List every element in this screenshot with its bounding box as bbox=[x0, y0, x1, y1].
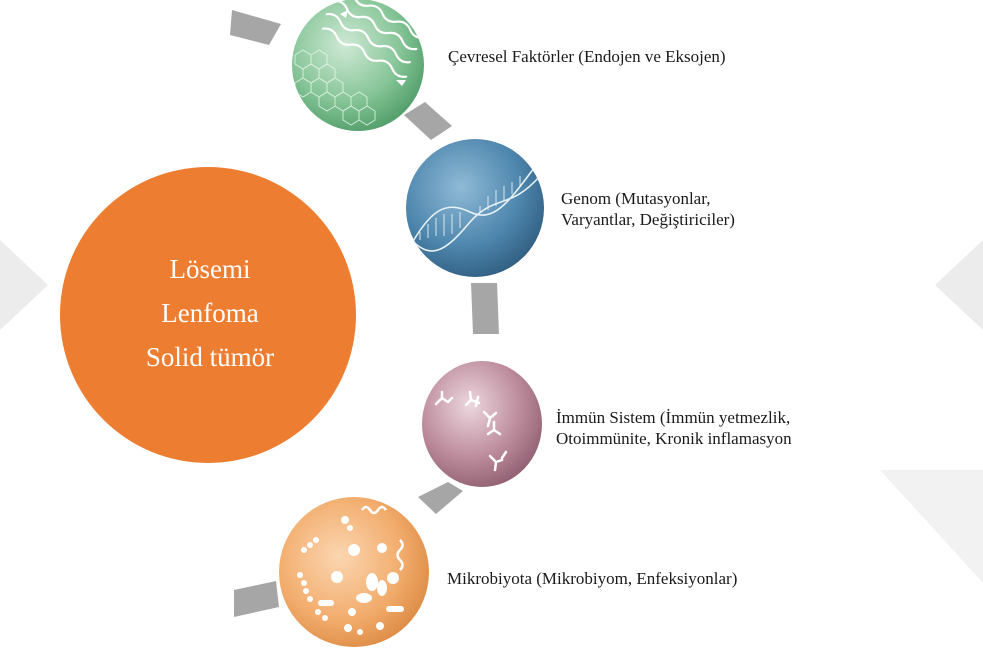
connector-segment bbox=[234, 581, 279, 617]
genome-label-line1: Genom (Mutasyonlar, bbox=[561, 188, 710, 210]
immune-label-line2: Otoimmünite, Kronik inflamasyon bbox=[556, 428, 792, 450]
immune-bubble bbox=[422, 361, 542, 487]
center-label: Lösemi Lenfoma Solid tümör bbox=[62, 247, 358, 379]
genome-label-line2: Varyantlar, Değiştiriciler) bbox=[561, 209, 735, 231]
center-line: Solid tümör bbox=[62, 335, 358, 379]
microbiota-bubble bbox=[279, 497, 429, 647]
connector-segment bbox=[471, 283, 499, 334]
connector-segment bbox=[404, 102, 452, 140]
connector-segment bbox=[418, 482, 463, 514]
genome-bubble bbox=[406, 139, 544, 277]
connector-segment bbox=[230, 10, 281, 45]
microbiota-label: Mikrobiyota (Mikrobiyom, Enfeksiyonlar) bbox=[447, 568, 737, 590]
immune-label-line1: İmmün Sistem (İmmün yetmezlik, bbox=[556, 407, 790, 429]
center-line: Lösemi bbox=[62, 247, 358, 291]
environment-bubble bbox=[292, 0, 425, 131]
center-line: Lenfoma bbox=[62, 291, 358, 335]
environment-label: Çevresel Faktörler (Endojen ve Eksojen) bbox=[448, 46, 726, 68]
